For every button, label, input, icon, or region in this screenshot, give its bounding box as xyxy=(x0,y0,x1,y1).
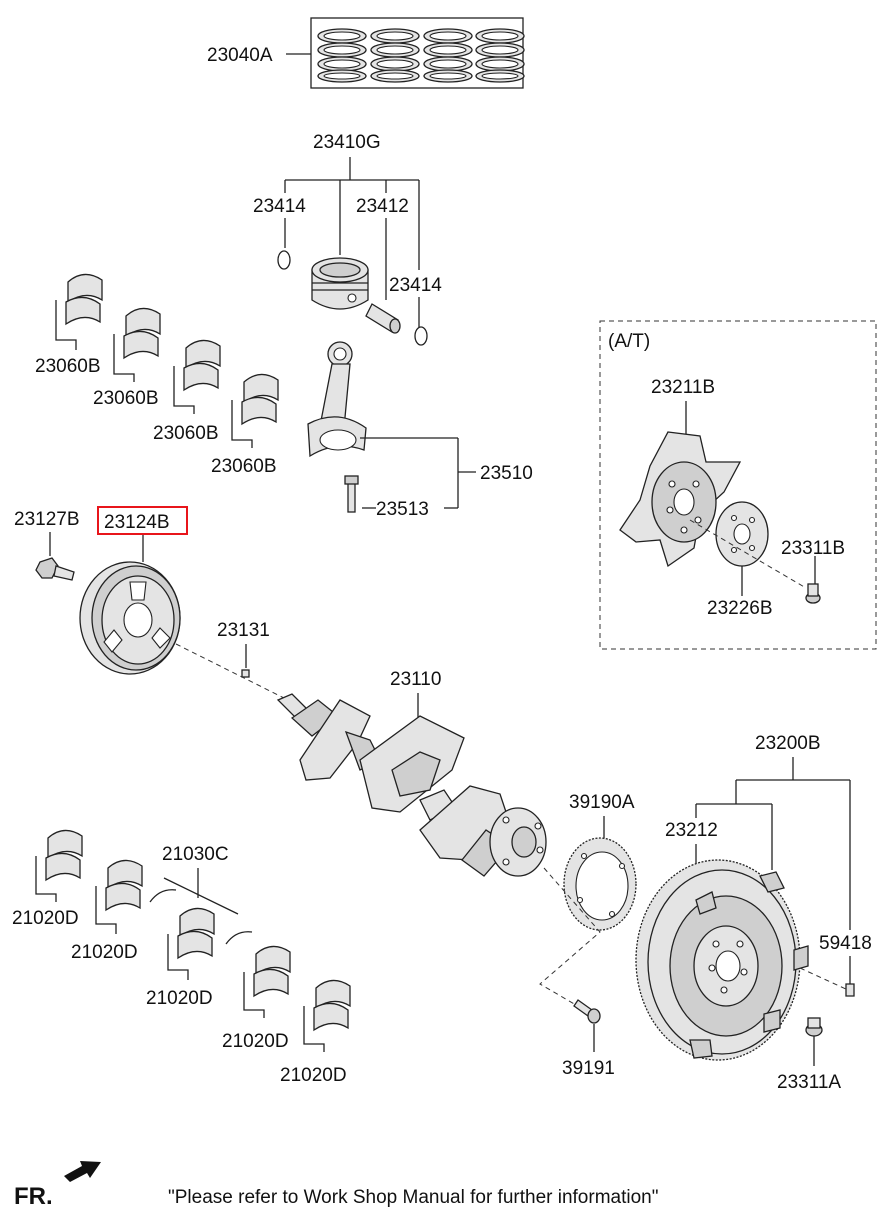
conrod-bolt-icon xyxy=(344,475,359,513)
bearing-shell-icon xyxy=(173,339,221,414)
flywheel-icon xyxy=(635,859,809,1061)
crank-pulley-group: 23127B 23124B 23131 xyxy=(14,506,289,701)
main-bearings-group: 21020D 21020D 21030C 21020D 21020D 21020… xyxy=(12,829,351,1086)
piston-ring-stack-icon xyxy=(317,28,367,83)
label-main-bearing-5[interactable]: 21020D xyxy=(280,1065,347,1086)
piston-ring-set-group: 23040A xyxy=(207,17,525,89)
bearing-shell-icon xyxy=(35,829,83,902)
adapter-plate-icon xyxy=(715,501,769,567)
footer-note: "Please refer to Work Shop Manual for fu… xyxy=(168,1187,658,1208)
key-icon xyxy=(241,669,250,678)
label-flywheel[interactable]: 23212 xyxy=(665,820,718,841)
bearing-shell-icon xyxy=(231,373,279,448)
label-crankshaft[interactable]: 23110 xyxy=(390,669,441,690)
drive-plate-icon xyxy=(619,431,742,568)
bearing-shell-icon xyxy=(95,859,143,934)
highlight-box xyxy=(97,506,188,535)
label-conrod-bearing-1[interactable]: 23060B xyxy=(35,356,101,377)
label-conrod-bearing-3[interactable]: 23060B xyxy=(153,423,219,444)
piston-pin-icon xyxy=(365,303,401,334)
sensor-screw-icon xyxy=(573,999,601,1024)
label-thrust-washer[interactable]: 21030C xyxy=(162,844,229,865)
label-piston-pin[interactable]: 23412 xyxy=(356,196,409,217)
label-conrod-bearing-2[interactable]: 23060B xyxy=(93,388,159,409)
label-main-bearing-4[interactable]: 21020D xyxy=(222,1031,289,1052)
thrust-washer-icon xyxy=(225,931,253,945)
front-arrow-icon xyxy=(64,1161,101,1182)
bearing-shell-icon xyxy=(303,979,351,1052)
label-adapter-plate[interactable]: 23226B xyxy=(707,598,773,619)
label-sensor-screw[interactable]: 39191 xyxy=(562,1058,615,1079)
automatic-transmission-section: (A/T) 23211B 23226B 23311B xyxy=(599,320,877,650)
label-pulley-bolt[interactable]: 23127B xyxy=(14,509,80,530)
piston-ring-stack-icon xyxy=(475,28,525,83)
connecting-rod-group: 23510 23513 xyxy=(307,341,533,520)
label-main-bearing-1[interactable]: 21020D xyxy=(12,908,79,929)
bearing-shell-icon xyxy=(55,273,103,350)
label-flywheel-assy[interactable]: 23200B xyxy=(755,733,821,754)
thrust-washer-icon xyxy=(149,889,177,903)
ring-sensor-group: 39190A 39191 xyxy=(539,792,637,1079)
label-conrod-assy[interactable]: 23510 xyxy=(480,463,533,484)
label-key[interactable]: 23131 xyxy=(217,620,270,641)
bearing-shell-icon xyxy=(167,907,215,980)
front-direction-label: FR. xyxy=(14,1183,53,1210)
piston-ring-stack-icon xyxy=(370,28,420,83)
label-crank-pulley[interactable]: 23124B xyxy=(104,512,170,533)
crankshaft-icon xyxy=(276,693,547,877)
piston-assembly-group: 23410G 23414 23412 23414 xyxy=(253,132,442,346)
label-conrod-bolt[interactable]: 23513 xyxy=(376,499,429,520)
flywheel-bolt-icon xyxy=(805,1017,823,1037)
label-piston-assy[interactable]: 23410G xyxy=(313,132,381,153)
bearing-shell-icon xyxy=(243,945,291,1018)
snap-ring-icon xyxy=(414,326,428,346)
label-drive-plate-bolt[interactable]: 23311B xyxy=(781,538,845,559)
pulley-bolt-icon xyxy=(35,557,75,581)
label-piston-ring-set[interactable]: 23040A xyxy=(207,45,273,66)
piston-ring-stack-icon xyxy=(423,28,473,83)
drive-plate-bolt-icon xyxy=(805,583,821,604)
conrod-bearings-group: 23060B 23060B 23060B 23060B xyxy=(35,273,279,477)
flywheel-group: 23200B 23212 59418 xyxy=(635,733,872,1093)
bearing-shell-icon xyxy=(113,307,161,382)
ring-sensor-icon xyxy=(563,837,637,931)
at-section-title: (A/T) xyxy=(608,331,650,352)
piston-icon xyxy=(311,257,369,310)
crank-pulley-icon xyxy=(79,561,181,675)
crankshaft-group: 23110 xyxy=(276,669,547,877)
at-section-frame xyxy=(599,320,877,650)
piston-ring-set-box xyxy=(310,17,524,89)
label-conrod-bearing-4[interactable]: 23060B xyxy=(211,456,277,477)
snap-ring-icon xyxy=(277,250,291,270)
label-snap-ring-left[interactable]: 23414 xyxy=(253,196,306,217)
connecting-rod-icon xyxy=(307,341,367,458)
label-dowel-pin[interactable]: 59418 xyxy=(819,933,872,954)
label-snap-ring-right[interactable]: 23414 xyxy=(389,275,442,296)
label-main-bearing-2[interactable]: 21020D xyxy=(71,942,138,963)
footer: FR. "Please refer to Work Shop Manual fo… xyxy=(14,1161,658,1210)
label-main-bearing-3[interactable]: 21020D xyxy=(146,988,213,1009)
dowel-pin-icon xyxy=(845,983,855,997)
label-ring-sensor[interactable]: 39190A xyxy=(569,792,635,813)
label-flywheel-bolt[interactable]: 23311A xyxy=(777,1072,841,1093)
label-drive-plate[interactable]: 23211B xyxy=(651,377,715,398)
